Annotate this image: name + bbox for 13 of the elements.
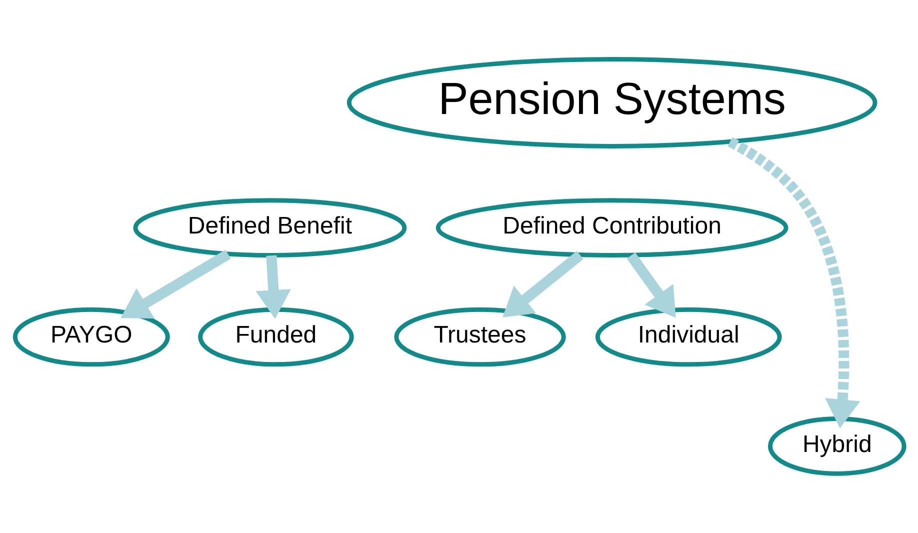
node-ellipse: Pension Systems (346, 56, 877, 148)
arrow (120, 250, 230, 319)
node-ellipse: Trustees (394, 307, 566, 367)
arrow (502, 250, 583, 318)
node-ellipse: Individual (594, 307, 782, 367)
arrow (626, 252, 676, 318)
node-ellipse: Defined Benefit (132, 198, 406, 258)
node-ellipse: Funded (198, 307, 354, 367)
arrow (727, 137, 860, 428)
node-ellipse: PAYGO (12, 307, 170, 367)
arrow (255, 255, 290, 319)
node-ellipse: Hybrid (767, 416, 906, 476)
node-ellipse: Defined Contribution (435, 198, 788, 258)
